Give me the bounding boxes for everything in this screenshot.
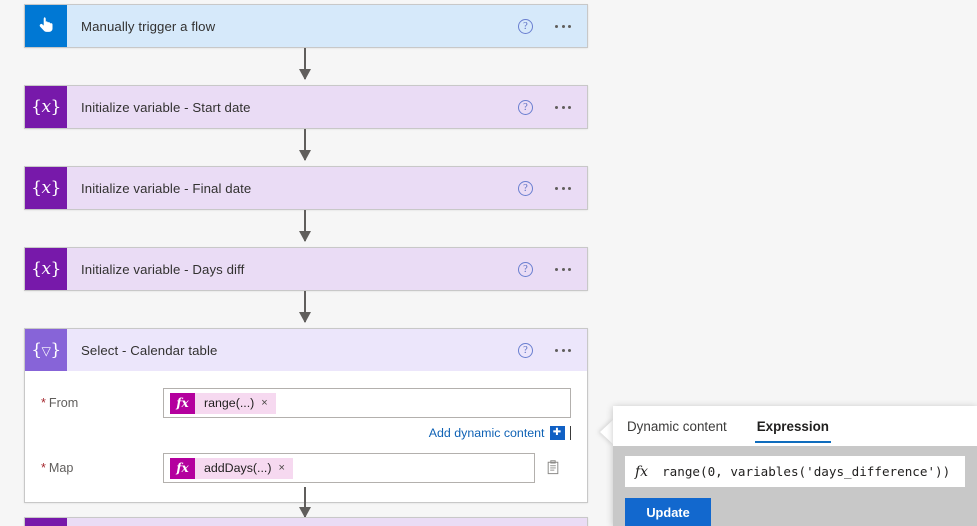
remove-token-icon[interactable]: × bbox=[278, 462, 285, 474]
connector-arrow-4 bbox=[298, 291, 311, 323]
variable-braces-icon bbox=[25, 518, 67, 526]
expression-token-range[interactable]: fx range(...) × bbox=[170, 392, 276, 414]
more-options-icon[interactable] bbox=[555, 267, 571, 271]
field-label-text: From bbox=[48, 396, 79, 410]
flow-node-initialize-variable-final-date[interactable]: {x} Initialize variable - Final date ? bbox=[24, 166, 588, 210]
field-row-from: *From fx range(...) × bbox=[25, 371, 587, 423]
card-title: Initialize variable - Days diff bbox=[81, 261, 245, 277]
card-header[interactable]: {x} Initialize variable - Days diff ? bbox=[25, 248, 587, 290]
card-actions: ? bbox=[518, 86, 571, 128]
flyout-pointer bbox=[600, 419, 614, 445]
flow-node-manually-trigger-a-flow[interactable]: Manually trigger a flow ? bbox=[24, 4, 588, 48]
field-row-map: *Map fx addDays(...) × bbox=[25, 442, 587, 488]
card-header[interactable]: {x} Initialize variable - Start date ? bbox=[25, 86, 587, 128]
token-text: addDays(...) bbox=[204, 461, 272, 475]
fx-icon: fx bbox=[170, 457, 195, 479]
flow-node-select-calendar-table[interactable]: {▽} Select - Calendar table ? *From fx r… bbox=[24, 328, 588, 503]
tab-dynamic-content[interactable]: Dynamic content bbox=[627, 418, 727, 434]
variable-braces-icon: {x} bbox=[25, 248, 67, 290]
card-actions: ? bbox=[518, 167, 571, 209]
connector-arrow-2 bbox=[298, 129, 311, 161]
token-text: range(...) bbox=[204, 396, 255, 410]
expression-token-adddays[interactable]: fx addDays(...) × bbox=[170, 457, 293, 479]
remove-token-icon[interactable]: × bbox=[261, 397, 268, 409]
select-filter-icon: {▽} bbox=[25, 329, 67, 371]
variable-braces-icon: {x} bbox=[25, 86, 67, 128]
flyout-body: fx range(0, variables('days_difference')… bbox=[613, 446, 977, 526]
help-icon[interactable]: ? bbox=[518, 180, 533, 196]
add-dynamic-content-link[interactable]: Add dynamic content bbox=[428, 426, 545, 440]
field-label-map: *Map bbox=[41, 461, 163, 475]
card-header[interactable]: Manually trigger a flow ? bbox=[25, 5, 587, 47]
add-dynamic-content-button[interactable]: ✚ bbox=[549, 426, 565, 440]
more-options-icon[interactable] bbox=[555, 186, 571, 190]
flow-node-initialize-variable-start-date[interactable]: {x} Initialize variable - Start date ? bbox=[24, 85, 588, 129]
required-marker: * bbox=[41, 461, 46, 475]
field-label-text: Map bbox=[48, 461, 74, 475]
from-input[interactable]: fx range(...) × bbox=[163, 388, 571, 418]
expression-value: range(0, variables('days_difference')) bbox=[662, 464, 951, 479]
variable-braces-icon: {x} bbox=[25, 167, 67, 209]
help-icon[interactable]: ? bbox=[518, 99, 533, 115]
select-card-body: *From fx range(...) × Add dynamic conten… bbox=[25, 371, 587, 502]
card-header[interactable]: {▽} Select - Calendar table ? bbox=[25, 329, 587, 371]
card-actions: ? bbox=[518, 5, 571, 47]
connector-arrow-1 bbox=[298, 48, 311, 80]
flyout-tabs: Dynamic content Expression bbox=[613, 406, 977, 446]
add-dynamic-content-row: Add dynamic content ✚ bbox=[25, 423, 587, 442]
plus-icon: ✚ bbox=[552, 427, 562, 438]
expression-input[interactable]: fx range(0, variables('days_difference')… bbox=[625, 456, 965, 487]
more-options-icon[interactable] bbox=[555, 24, 571, 28]
card-header[interactable] bbox=[25, 518, 587, 526]
card-title: Select - Calendar table bbox=[81, 342, 218, 358]
flow-node-next-partial[interactable] bbox=[24, 517, 588, 526]
tap-hand-icon bbox=[25, 5, 67, 47]
connector-arrow-5 bbox=[298, 487, 311, 518]
more-options-icon[interactable] bbox=[555, 348, 571, 352]
card-actions: ? bbox=[518, 248, 571, 290]
expression-flyout-panel: Dynamic content Expression fx range(0, v… bbox=[613, 406, 977, 526]
map-input[interactable]: fx addDays(...) × bbox=[163, 453, 535, 483]
connector-arrow-3 bbox=[298, 210, 311, 242]
text-caret bbox=[569, 426, 571, 440]
tab-expression[interactable]: Expression bbox=[754, 406, 832, 446]
required-marker: * bbox=[41, 396, 46, 410]
help-icon[interactable]: ? bbox=[518, 261, 533, 277]
fx-icon: fx bbox=[170, 392, 195, 414]
flow-node-initialize-variable-days-diff[interactable]: {x} Initialize variable - Days diff ? bbox=[24, 247, 588, 291]
clipboard-icon[interactable] bbox=[545, 459, 561, 477]
fx-icon: fx bbox=[635, 463, 649, 480]
card-title: Initialize variable - Final date bbox=[81, 180, 252, 196]
card-title: Initialize variable - Start date bbox=[81, 99, 251, 115]
card-header[interactable]: {x} Initialize variable - Final date ? bbox=[25, 167, 587, 209]
more-options-icon[interactable] bbox=[555, 105, 571, 109]
card-title: Manually trigger a flow bbox=[81, 18, 216, 34]
help-icon[interactable]: ? bbox=[518, 18, 533, 34]
update-button[interactable]: Update bbox=[625, 498, 711, 526]
help-icon[interactable]: ? bbox=[518, 342, 533, 358]
card-actions: ? bbox=[518, 329, 571, 371]
field-label-from: *From bbox=[41, 396, 163, 410]
